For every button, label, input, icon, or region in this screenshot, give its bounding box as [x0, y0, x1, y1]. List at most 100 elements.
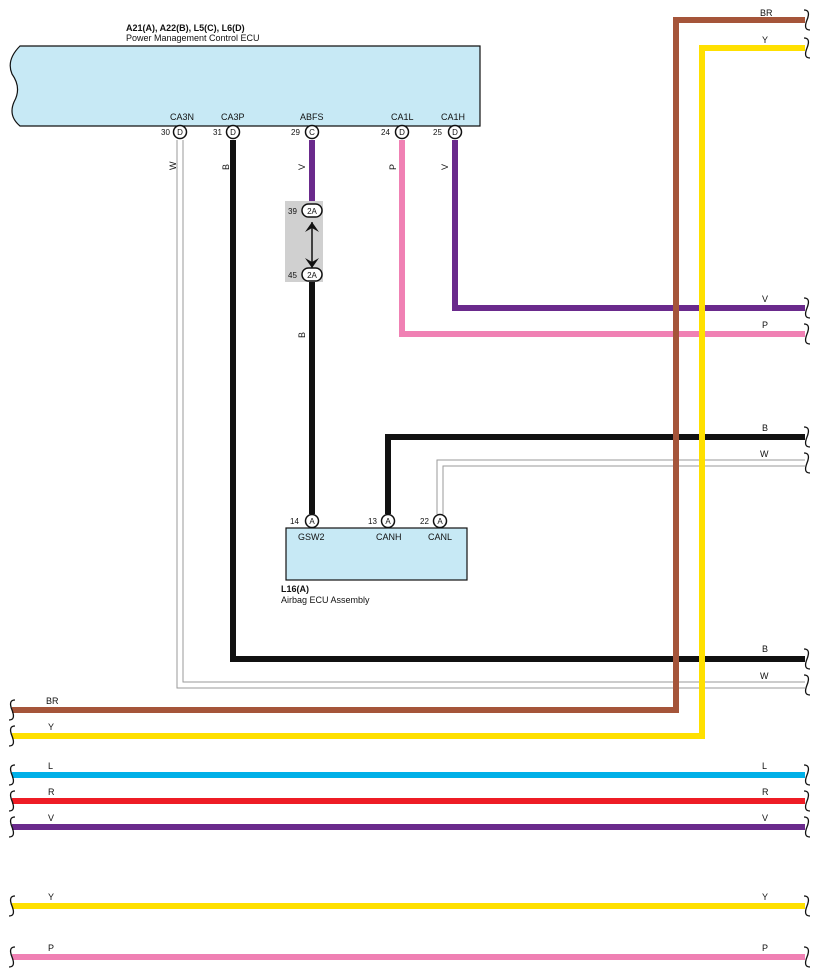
right-label-b-lower: B [762, 644, 768, 654]
break-right-l [803, 764, 811, 786]
wire-ca1l-p [399, 140, 805, 337]
pin-conn-29: C [309, 128, 315, 137]
bottom-right-label-p: P [762, 943, 768, 953]
right-label-y: Y [762, 35, 768, 45]
airbag-pin-conn-14: A [309, 517, 315, 526]
break-right-y [803, 37, 811, 59]
wire-label-ca1h: V [440, 164, 450, 170]
wire-break-marks [8, 9, 811, 968]
airbag-pin-num-22: 22 [420, 517, 429, 526]
junction-conn-39: 2A [307, 207, 317, 216]
wire-label-ca3n: W [168, 161, 178, 170]
bottom-left-label-y2: Y [48, 892, 54, 902]
wire-label-ca3p: B [221, 164, 231, 170]
wire-br-crossover [12, 17, 805, 713]
pin-abfs: 29 C [291, 124, 320, 140]
break-right-b-canh [803, 426, 811, 448]
airbag-pin-canh: 13 A CANH [368, 513, 402, 542]
break-right-r [803, 790, 811, 812]
airbag-pin-conn-13: A [385, 517, 391, 526]
airbag-pin-num-13: 13 [368, 517, 377, 526]
pin-ca3p: 31 D [213, 124, 241, 140]
junction-conn-45: 2A [307, 271, 317, 280]
wire-canh-b [385, 434, 805, 514]
break-right-v2 [803, 816, 811, 838]
break-right-p [803, 323, 811, 345]
bottom-left-label-p: P [48, 943, 54, 953]
airbag-pin-num-14: 14 [290, 517, 299, 526]
wire-label-gsw2: B [297, 332, 307, 338]
break-right-b-lower [803, 648, 811, 670]
right-label-b-canh: B [762, 423, 768, 433]
right-label-br: BR [760, 8, 773, 18]
junction-arrow-top [305, 222, 319, 232]
airbag-pin-name-gsw2: GSW2 [298, 532, 325, 542]
ecu-main-name: Power Management Control ECU [126, 33, 260, 43]
pin-num-30: 30 [161, 128, 170, 137]
right-label-p: P [762, 320, 768, 330]
bottom-right-label-l: L [762, 761, 767, 771]
break-right-v [803, 297, 811, 319]
wire-label-ca1l: P [388, 164, 398, 170]
pin-conn-25: D [452, 128, 458, 137]
pin-ca3n: 30 D [161, 124, 188, 140]
break-left-y1 [8, 725, 16, 747]
break-left-r [8, 790, 16, 812]
airbag-pin-gsw2: 14 A GSW2 [290, 513, 325, 542]
pin-conn-31: D [230, 128, 236, 137]
pin-conn-24: D [399, 128, 405, 137]
junction-num-45: 45 [288, 271, 297, 280]
pin-num-29: 29 [291, 128, 300, 137]
bottom-left-label-br: BR [46, 696, 59, 706]
junction-pin-45: 45 2A [288, 267, 323, 282]
break-right-y2 [803, 895, 811, 917]
break-right-w-lower [803, 674, 811, 696]
pin-num-31: 31 [213, 128, 222, 137]
junction-arrow-bottom [305, 258, 319, 268]
pin-name-ca3p: CA3P [221, 112, 245, 122]
right-label-w-lower: W [760, 671, 769, 681]
right-label-v: V [762, 294, 768, 304]
pin-name-abfs: ABFS [300, 112, 324, 122]
bottom-right-label-y2: Y [762, 892, 768, 902]
pin-num-25: 25 [433, 128, 442, 137]
airbag-code: L16(A) [281, 584, 309, 594]
wire-label-abfs: V [297, 164, 307, 170]
junction-pin-39: 39 2A [288, 203, 323, 218]
bottom-left-label-y1: Y [48, 722, 54, 732]
airbag-pin-name-canl: CANL [428, 532, 452, 542]
wire-y-crossover [12, 45, 805, 739]
airbag-pin-conn-22: A [437, 517, 443, 526]
junction-num-39: 39 [288, 207, 297, 216]
airbag-pin-name-canh: CANH [376, 532, 402, 542]
pin-name-ca3n: CA3N [170, 112, 194, 122]
break-right-br [803, 9, 811, 31]
airbag-ecu-box [285, 527, 468, 581]
pin-num-24: 24 [381, 128, 390, 137]
break-left-y2 [8, 895, 16, 917]
pin-conn-30: D [177, 128, 183, 137]
ecu-main-box [9, 45, 481, 127]
wire-ca3p-b [230, 140, 805, 662]
wire-ca1h-v [452, 140, 805, 311]
pin-ca1l: 24 D [381, 124, 410, 140]
bottom-left-label-r: R [48, 787, 55, 797]
break-left-p [8, 946, 16, 968]
wire-ca3n-w [176, 140, 805, 689]
pin-name-ca1l: CA1L [391, 112, 414, 122]
break-right-w-canl [803, 452, 811, 474]
break-left-v [8, 816, 16, 838]
ecu-main-codes: A21(A), A22(B), L5(C), L6(D) [126, 23, 245, 33]
break-right-p2 [803, 946, 811, 968]
bottom-left-label-v: V [48, 813, 54, 823]
break-left-l [8, 764, 16, 786]
pin-name-ca1h: CA1H [441, 112, 465, 122]
bottom-left-label-l: L [48, 761, 53, 771]
pin-ca1h: 25 D [433, 124, 463, 140]
break-left-br [8, 699, 16, 721]
wire-canl-w [436, 459, 805, 514]
bottom-right-label-v: V [762, 813, 768, 823]
airbag-name: Airbag ECU Assembly [281, 595, 370, 605]
